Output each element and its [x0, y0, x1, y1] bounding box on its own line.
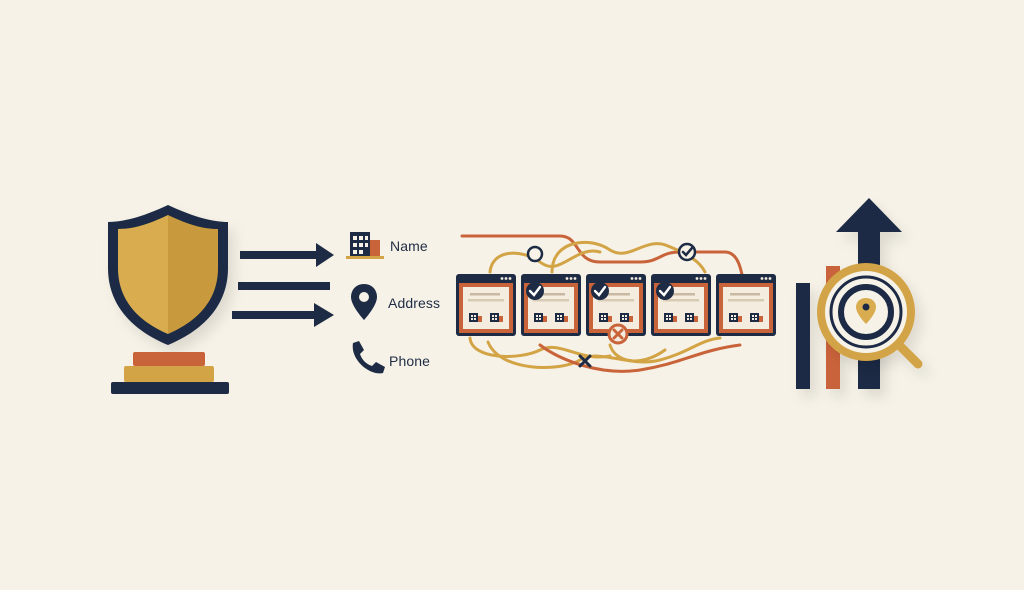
pending-circle-icon	[526, 245, 544, 263]
check-badge-icon	[591, 282, 609, 300]
map-pin-icon	[351, 284, 377, 320]
shield-icon	[108, 205, 228, 345]
magnifier-location-icon	[817, 263, 923, 369]
arrow-right-icon	[232, 303, 334, 327]
listing-card	[456, 274, 516, 336]
listing-cards	[456, 274, 776, 345]
nap-label-name: Name	[390, 238, 428, 254]
building-icon	[346, 232, 384, 259]
listing-card	[521, 274, 581, 336]
arrow-right-icon	[240, 243, 334, 267]
nap-label-phone: Phone	[389, 353, 430, 369]
nap-label-address: Address	[388, 295, 441, 311]
arrow-right-icon	[238, 282, 330, 290]
listing-card	[716, 274, 776, 336]
check-circle-icon	[677, 242, 697, 262]
phone-icon	[352, 341, 385, 374]
error-x-icon	[578, 354, 592, 368]
check-badge-icon	[656, 282, 674, 300]
check-badge-icon	[526, 282, 544, 300]
listing-card	[651, 274, 711, 336]
listing-card	[586, 274, 646, 345]
error-x-badge-icon	[607, 323, 629, 345]
pedestal	[111, 352, 229, 394]
